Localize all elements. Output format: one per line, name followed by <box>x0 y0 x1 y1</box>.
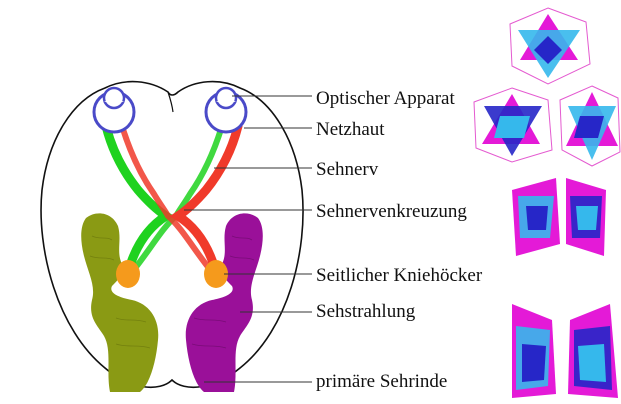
crystal-mid-left <box>474 88 552 162</box>
crystal-split-upper <box>512 178 606 256</box>
brain-outline <box>41 82 303 388</box>
label-optischer-apparat: Optischer Apparat <box>316 89 455 108</box>
label-sehnerv: Sehnerv <box>316 160 378 179</box>
label-sehnervenkreuzung: Sehnervenkreuzung <box>316 202 467 221</box>
label-netzhaut: Netzhaut <box>316 120 385 139</box>
left-lateral-geniculate <box>116 260 140 288</box>
label-seitlicher-kniehoecker: Seitlicher Kniehöcker <box>316 266 482 285</box>
right-eye <box>206 88 246 132</box>
crystal-top <box>510 8 590 84</box>
left-eye <box>94 88 134 132</box>
label-primaere-sehrinde: primäre Sehrinde <box>316 372 447 391</box>
crystal-mid-right <box>560 86 620 166</box>
label-sehstrahlung: Sehstrahlung <box>316 302 415 321</box>
crystal-split-lower <box>512 304 618 398</box>
